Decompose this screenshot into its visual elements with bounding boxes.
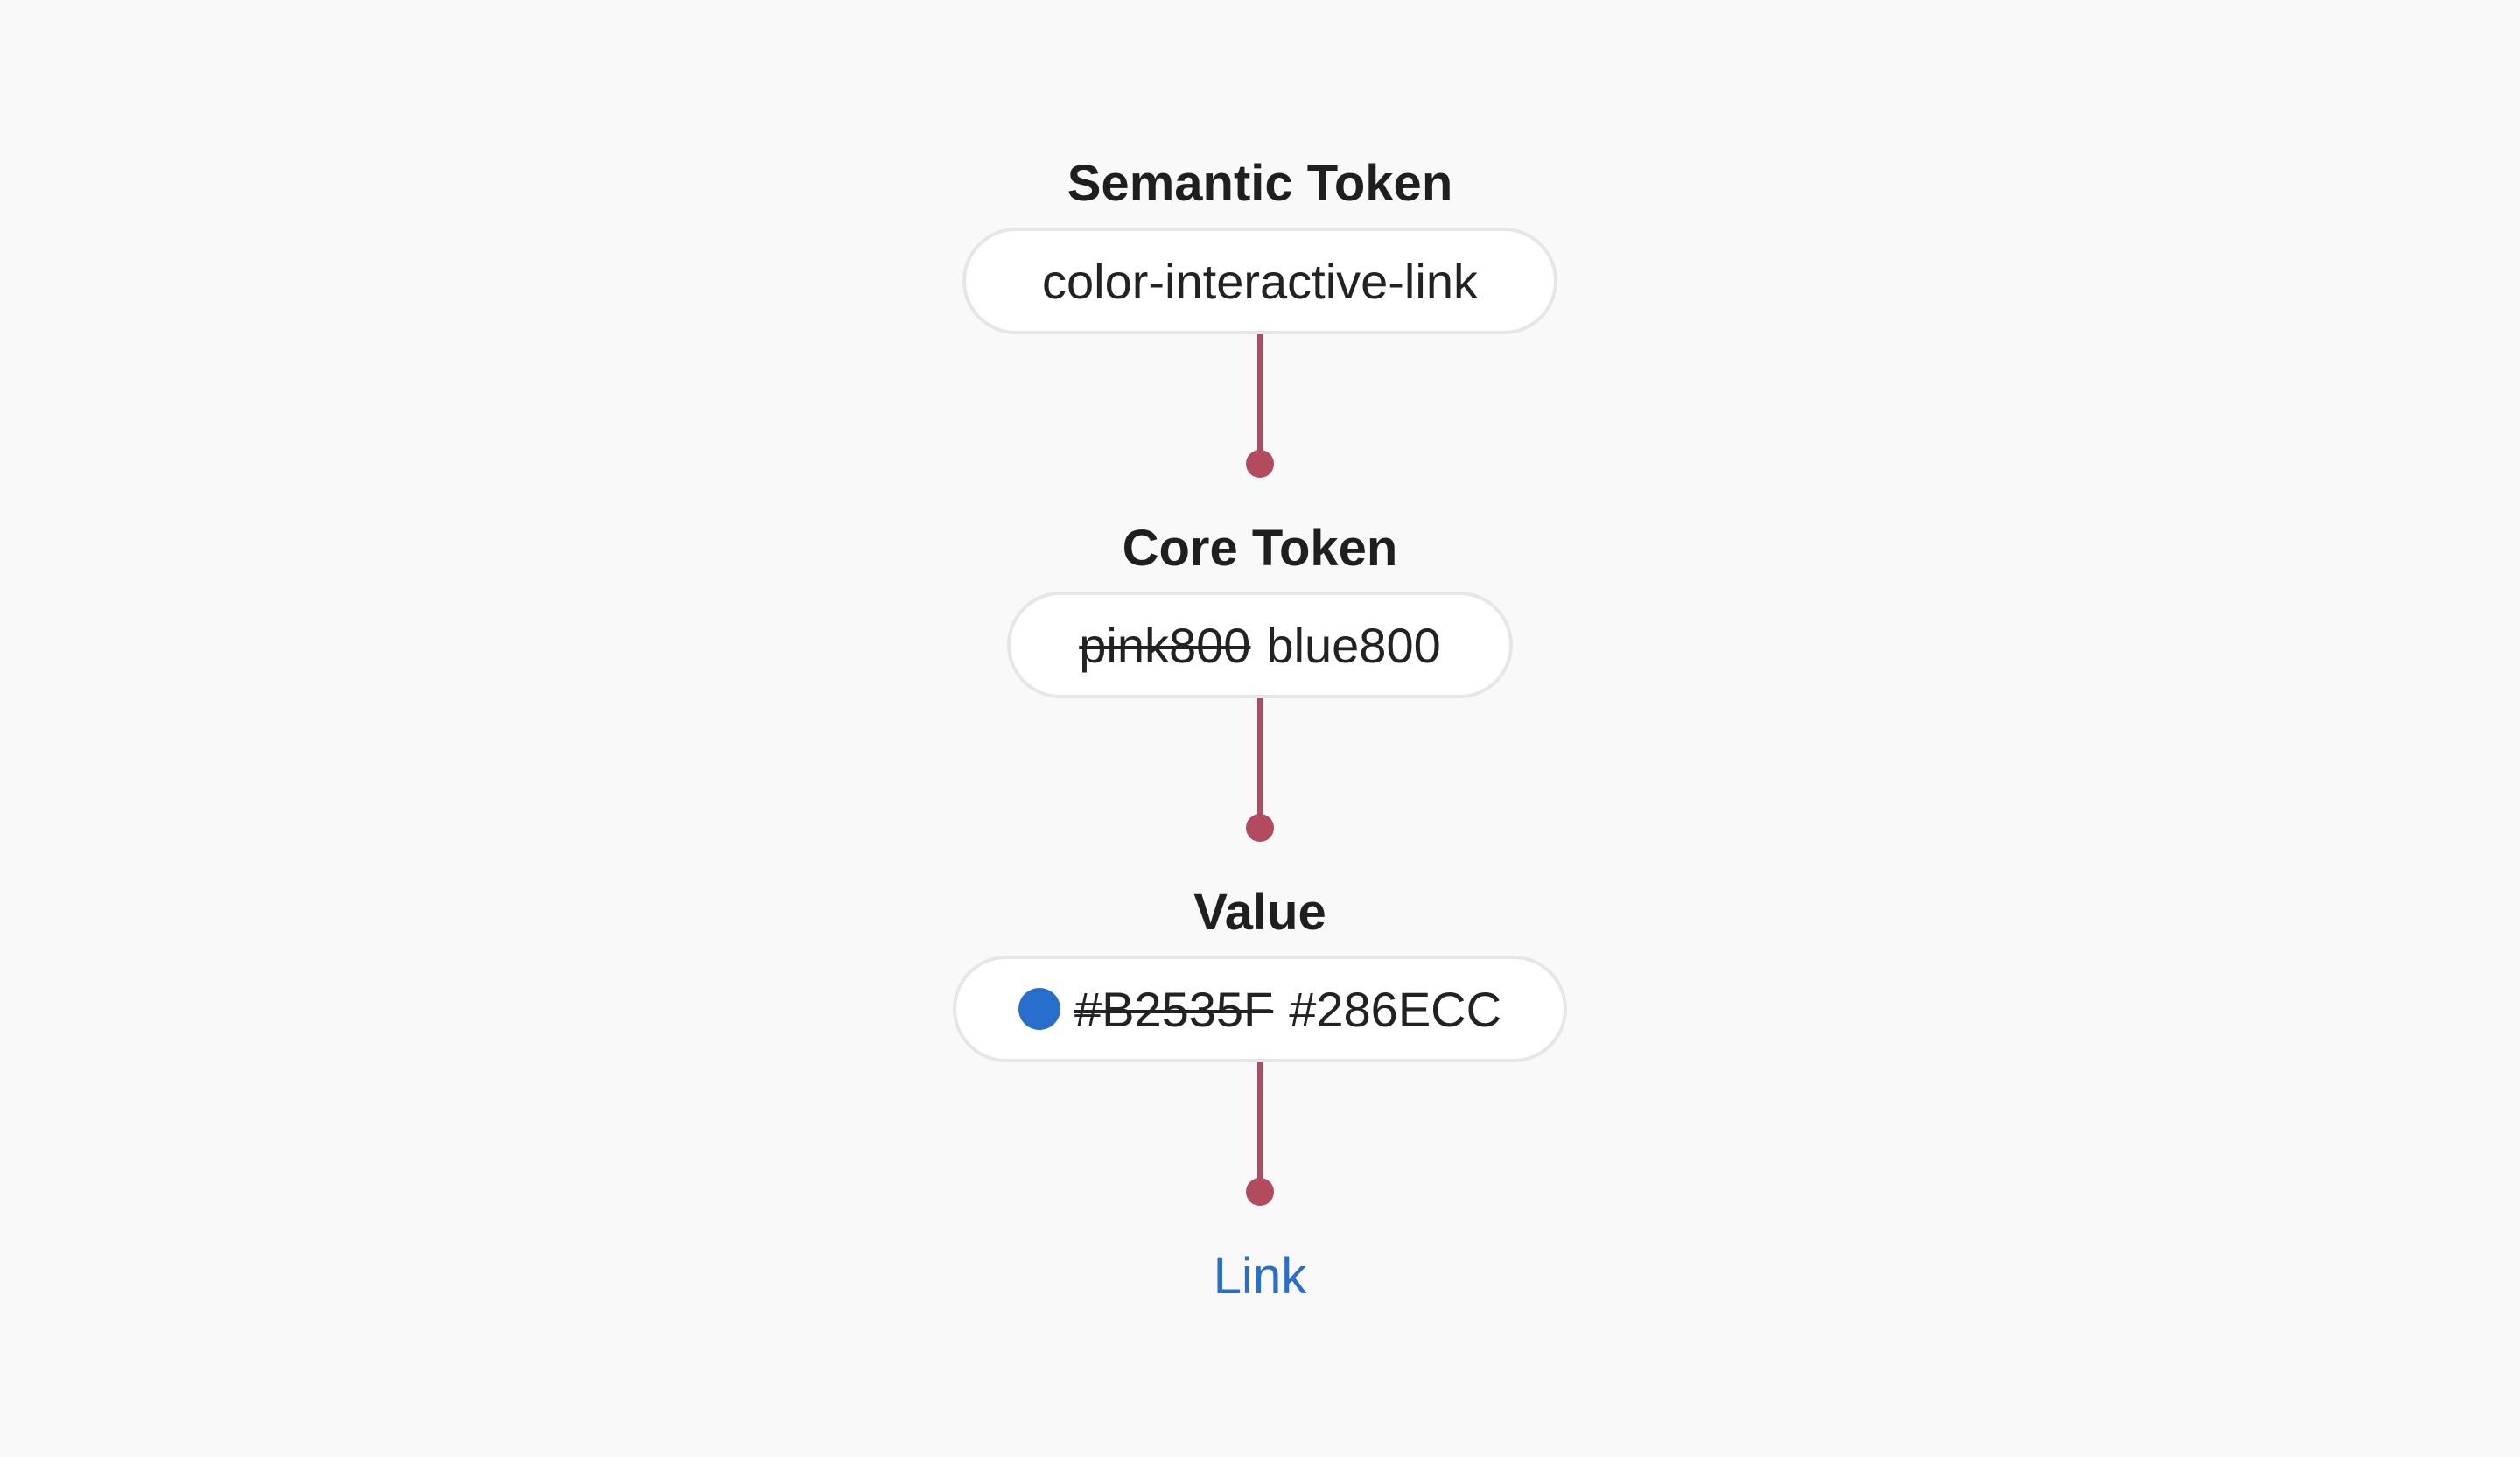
new-core-token: blue800 bbox=[1266, 617, 1441, 673]
old-core-token: pink800 bbox=[1079, 617, 1251, 673]
semantic-token-heading: Semantic Token bbox=[1067, 155, 1453, 212]
connector-dot bbox=[1246, 1178, 1274, 1206]
core-token-heading: Core Token bbox=[1122, 520, 1398, 577]
semantic-token-pill: color-interactive-link bbox=[962, 228, 1558, 334]
link-sample[interactable]: Link bbox=[1213, 1248, 1307, 1305]
old-value: #B2535F bbox=[1074, 981, 1274, 1037]
new-value: #286ECC bbox=[1289, 981, 1502, 1037]
semantic-token-name: color-interactive-link bbox=[1042, 253, 1478, 309]
connector-dot bbox=[1246, 814, 1274, 842]
connector-dot bbox=[1246, 450, 1274, 478]
connector-line bbox=[1257, 1062, 1263, 1192]
value-heading: Value bbox=[1194, 884, 1326, 941]
value-pill: #B2535F #286ECC bbox=[953, 956, 1567, 1062]
core-token-pill: pink800 blue800 bbox=[1007, 592, 1513, 698]
color-swatch-icon bbox=[1018, 988, 1060, 1030]
connector-line bbox=[1257, 334, 1263, 464]
connector-line bbox=[1257, 698, 1263, 828]
